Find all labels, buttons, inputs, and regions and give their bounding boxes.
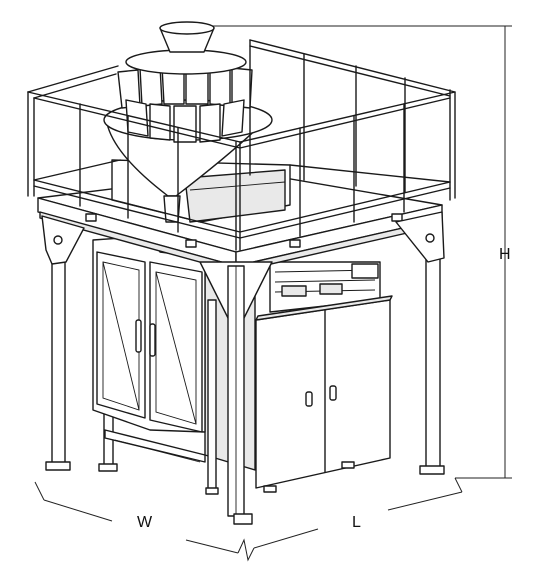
electrical-cabinet <box>255 295 393 493</box>
length-label: L <box>352 514 361 531</box>
height-label: H <box>499 246 511 263</box>
height-dimension <box>212 25 512 479</box>
width-label: W <box>137 514 153 531</box>
front-leg <box>205 265 253 525</box>
conveyor-unit <box>269 261 381 313</box>
length-dimension <box>253 477 463 549</box>
packing-machine <box>92 235 256 471</box>
safety-railing <box>27 39 456 251</box>
width-dimension <box>34 481 255 562</box>
multihead-weigher <box>103 21 291 223</box>
